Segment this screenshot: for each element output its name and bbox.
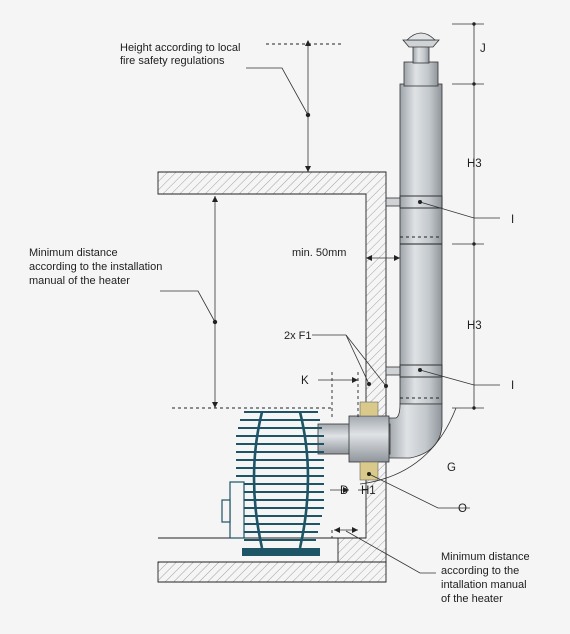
label-o: O	[458, 503, 467, 515]
label-j: J	[480, 43, 486, 55]
label-min-distance-line1: Minimum distance	[29, 247, 118, 259]
insulation-lower	[359, 461, 379, 481]
label-i-bottom: I	[511, 380, 514, 392]
label-g: G	[447, 462, 456, 474]
label-d: D	[340, 485, 348, 497]
rain-cap-top	[406, 32, 436, 41]
chimney-elbow	[387, 403, 443, 459]
label-fire-safety-line2: fire safety regulations	[120, 55, 225, 67]
label-h1: H1	[361, 485, 376, 497]
label-min-distance-floor-line2: according to the	[441, 565, 519, 577]
label-i-top: I	[511, 214, 514, 226]
chimney-pipe	[317, 32, 443, 481]
label-f1: 2x F1	[284, 330, 312, 342]
leader-lines	[160, 67, 500, 574]
label-h3-top: H3	[467, 158, 482, 170]
wall-bracket-bottom	[385, 364, 443, 378]
label-h3-bottom: H3	[467, 320, 482, 332]
dimension-lines	[172, 22, 484, 538]
building-structure	[157, 171, 387, 583]
insulation-upper	[359, 401, 379, 417]
sauna-heater	[221, 411, 324, 556]
label-min-distance-floor-line4: of the heater	[441, 593, 503, 605]
label-fire-safety-line1: Height according to local	[120, 42, 240, 54]
floor-slab	[157, 561, 387, 583]
label-min-distance-floor-line1: Minimum distance	[441, 551, 530, 563]
chimney-top-section	[403, 61, 439, 87]
label-min-distance-line3: manual of the heater	[29, 275, 130, 287]
label-min-50mm: min. 50mm	[292, 247, 346, 259]
label-k: K	[301, 375, 309, 387]
wall-collar	[348, 415, 390, 463]
rain-cap	[402, 39, 440, 48]
label-min-distance-line2: according to the installation	[29, 261, 162, 273]
ceiling-and-wall	[157, 171, 387, 563]
label-min-distance-floor-line3: intallation manual	[441, 579, 527, 591]
rain-cap-stem	[412, 45, 430, 64]
